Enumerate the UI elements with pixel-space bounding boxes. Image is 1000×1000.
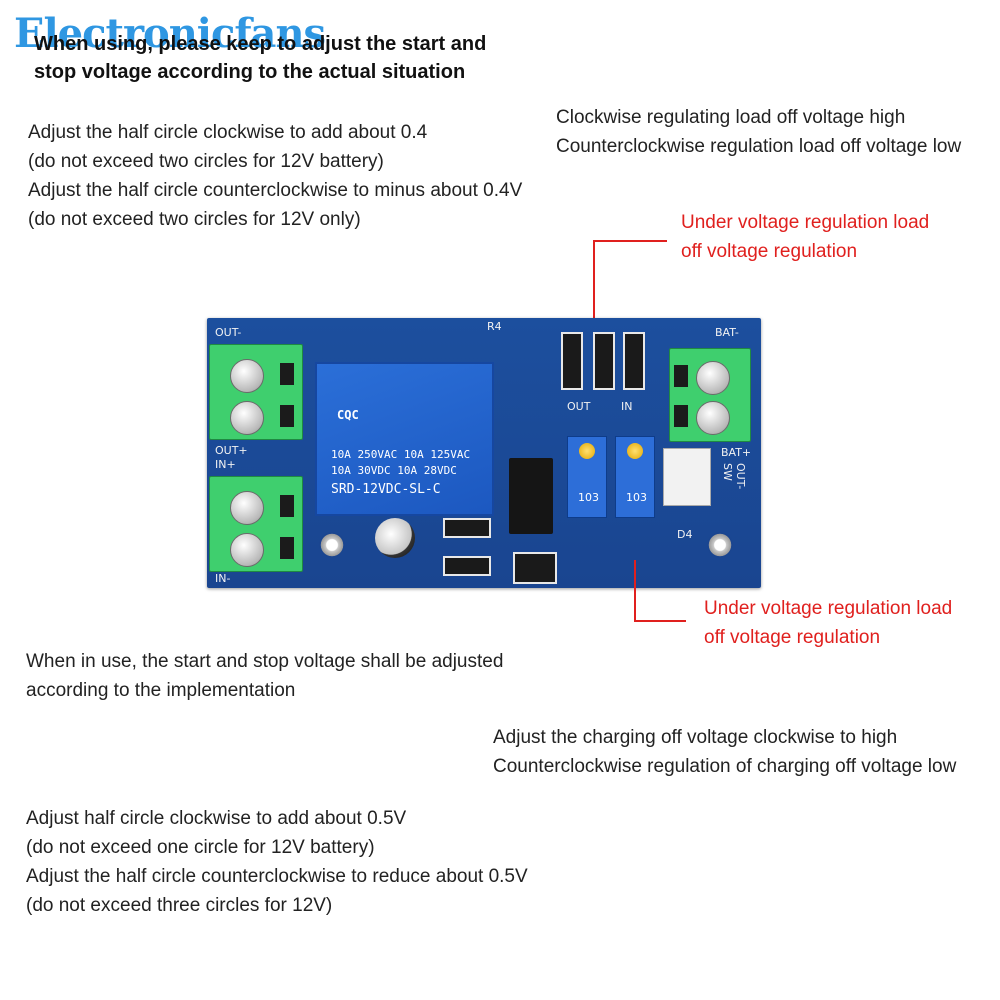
pot-right-label: 103 [626, 491, 647, 504]
switch-connector [663, 448, 711, 506]
mounting-hole [707, 532, 733, 558]
battery-terminal-block [669, 348, 751, 442]
relay-brand: CQC [337, 408, 359, 422]
adjust-screw-icon[interactable] [579, 443, 595, 459]
screw-icon [696, 401, 730, 435]
diode-smd [623, 332, 645, 390]
wire-slot [280, 495, 294, 517]
transistor-smd [513, 552, 557, 584]
bottom-left-line-4: (do not exceed three circles for 12V) [26, 895, 333, 916]
pot-right[interactable]: 103 [615, 436, 655, 518]
top-left-line-1: Adjust the half circle clockwise to add … [28, 122, 428, 143]
silk-in-minus: IN- [215, 572, 231, 585]
adjust-screw-icon[interactable] [627, 443, 643, 459]
wire-slot [280, 363, 294, 385]
relay-rating-1: 10A 250VAC 10A 125VAC [331, 448, 471, 461]
bottom-left-line-1: Adjust half circle clockwise to add abou… [26, 808, 407, 829]
callout-upper-line-2: off voltage regulation [681, 241, 858, 262]
header-line-1: When using, please keep to adjust the st… [34, 33, 487, 55]
diode-smd [443, 556, 491, 576]
diode-smd [561, 332, 583, 390]
pot-left[interactable]: 103 [567, 436, 607, 518]
silk-in: IN [621, 400, 633, 413]
wire-slot [674, 365, 688, 387]
screw-icon [230, 359, 264, 393]
callout-upper-leader-h [593, 240, 667, 242]
bottom-right-line-1: Adjust the charging off voltage clockwis… [493, 727, 898, 748]
silk-in-plus: IN+ [215, 458, 236, 471]
top-left-line-4: (do not exceed two circles for 12V only) [28, 209, 361, 230]
silk-out-sw: OUT-SW [721, 463, 747, 490]
brand-logo: Electronicfans [14, 10, 326, 57]
output-terminal-block [209, 344, 303, 440]
top-right-line-2: Counterclockwise regulation load off vol… [556, 136, 962, 157]
middle-left-line-1: When in use, the start and stop voltage … [26, 651, 504, 672]
callout-lower-leader-v [634, 560, 636, 622]
electrolytic-capacitor [375, 518, 415, 558]
diode-smd [443, 518, 491, 538]
silk-out-plus: OUT+ [215, 444, 248, 457]
screw-icon [230, 533, 264, 567]
callout-lower-line-2: off voltage regulation [704, 627, 881, 648]
wire-slot [674, 405, 688, 427]
screw-icon [696, 361, 730, 395]
bottom-left-line-3: Adjust the half circle counterclockwise … [26, 866, 528, 887]
header-line-2: stop voltage according to the actual sit… [34, 61, 466, 83]
top-right-line-1: Clockwise regulating load off voltage hi… [556, 107, 906, 128]
silk-bat-minus: BAT- [715, 326, 739, 339]
callout-upper-line-1: Under voltage regulation load [681, 212, 930, 233]
silk-d4: D4 [677, 528, 693, 541]
relay-rating-2: 10A 30VDC 10A 28VDC [331, 464, 457, 477]
screw-icon [230, 401, 264, 435]
screw-icon [230, 491, 264, 525]
silk-r4: R4 [487, 320, 502, 333]
input-terminal-block [209, 476, 303, 572]
mounting-hole [319, 532, 345, 558]
relay-model: SRD-12VDC-SL-C [331, 482, 441, 497]
silk-out-minus: OUT- [215, 326, 242, 339]
top-left-line-3: Adjust the half circle counterclockwise … [28, 180, 523, 201]
relay-module-board: OUT- R4 BAT- OUT+ IN+ IN- BAT+ OUT-SW OU… [207, 318, 761, 588]
wire-slot [280, 537, 294, 559]
middle-left-line-2: according to the implementation [26, 680, 296, 701]
callout-lower-line-1: Under voltage regulation load [704, 598, 953, 619]
ic-chip [509, 458, 553, 534]
diode-smd [593, 332, 615, 390]
bottom-left-line-2: (do not exceed one circle for 12V batter… [26, 837, 375, 858]
top-left-line-2: (do not exceed two circles for 12V batte… [28, 151, 384, 172]
bottom-right-line-2: Counterclockwise regulation of charging … [493, 756, 957, 777]
pot-left-label: 103 [578, 491, 599, 504]
silk-out: OUT [567, 400, 591, 413]
wire-slot [280, 405, 294, 427]
silk-bat-plus: BAT+ [721, 446, 752, 459]
relay: CQC 10A 250VAC 10A 125VAC 10A 30VDC 10A … [315, 362, 494, 516]
callout-lower-leader-h [634, 620, 686, 622]
